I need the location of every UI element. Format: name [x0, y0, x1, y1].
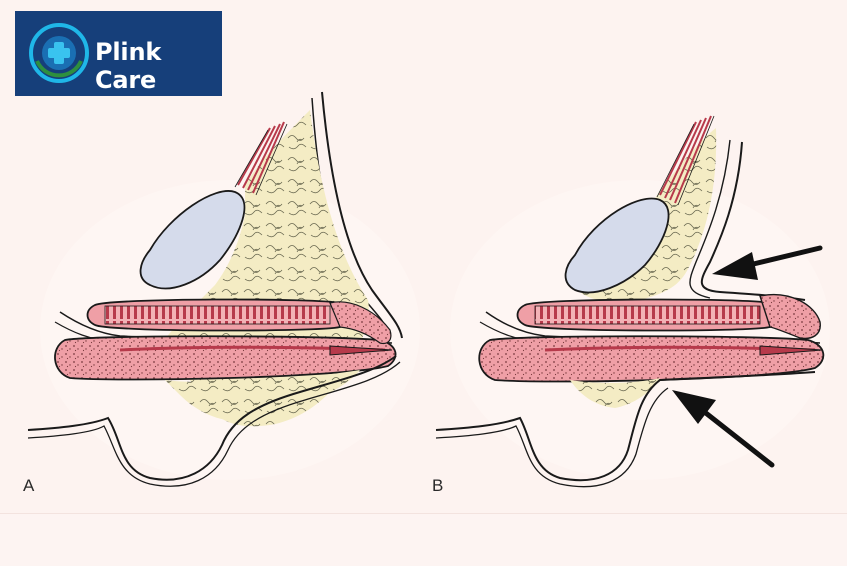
bottom-band — [0, 513, 847, 566]
arrow-lower-icon — [672, 390, 775, 468]
panel-a-meibomian-glands — [104, 305, 331, 325]
panel-label-a: A — [23, 476, 35, 495]
panel-a-levator-muscle — [237, 121, 285, 194]
brand-logo: Plink Care — [15, 11, 222, 96]
arrow-upper-icon — [712, 245, 823, 280]
panel-a-skin-outline — [321, 91, 403, 339]
panel-b-lower-skin-outline — [435, 371, 816, 482]
brand-name: Plink Care — [95, 38, 162, 94]
panel-b-meibomian-glands — [534, 305, 761, 325]
panel-a-gland — [139, 190, 246, 290]
panel-label-b: B — [432, 476, 444, 495]
plus-shield-icon — [29, 23, 89, 83]
panel-b-levator-muscle — [659, 115, 712, 204]
panel-a-lower-skin-outline — [27, 355, 397, 481]
panel-b-gland — [564, 197, 670, 294]
